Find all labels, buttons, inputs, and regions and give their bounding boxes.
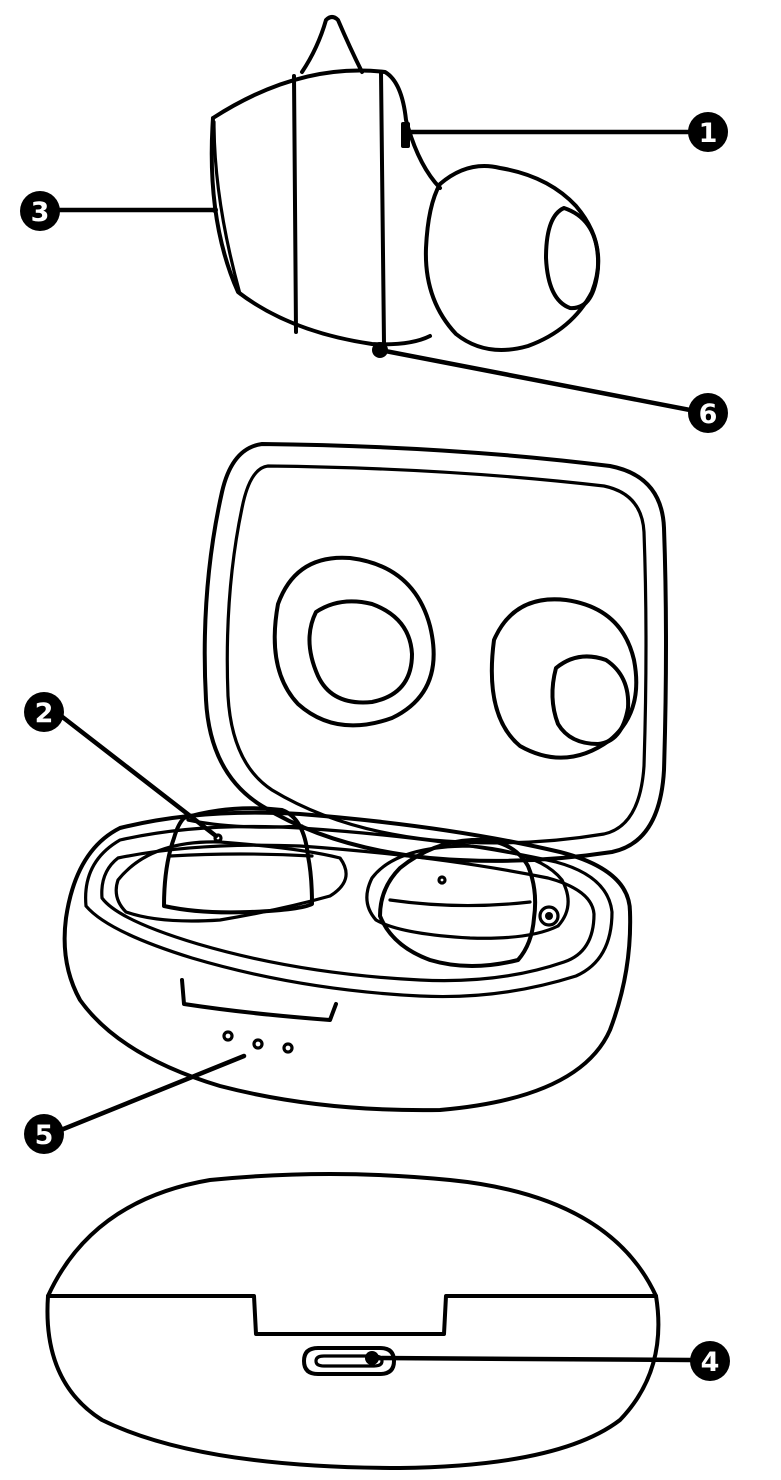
callout-label-2: 2 [35, 698, 54, 729]
callout-label-4: 4 [701, 1347, 720, 1378]
callout-label-5: 5 [35, 1120, 54, 1151]
callout-badge-3: 3 [20, 191, 60, 231]
callout-badge-2: 2 [24, 692, 64, 732]
callout-badge-5: 5 [24, 1114, 64, 1154]
earbud-illustration [209, 15, 601, 358]
callout-badge-4: 4 [690, 1341, 730, 1381]
callout-badge-6: 6 [688, 393, 728, 433]
callout-badge-1: 1 [688, 112, 728, 152]
callout-label-6: 6 [699, 399, 718, 430]
charging-case-back [45, 1172, 661, 1470]
leader-line-6 [377, 347, 693, 413]
callout-label-1: 1 [699, 118, 718, 149]
leader-line-2 [53, 709, 219, 839]
callout-leader-lines [53, 129, 693, 1363]
leader-line-4 [369, 1355, 693, 1363]
leader-line-5 [53, 1053, 247, 1135]
charging-case-open [62, 442, 668, 1113]
callout-label-3: 3 [31, 197, 50, 228]
